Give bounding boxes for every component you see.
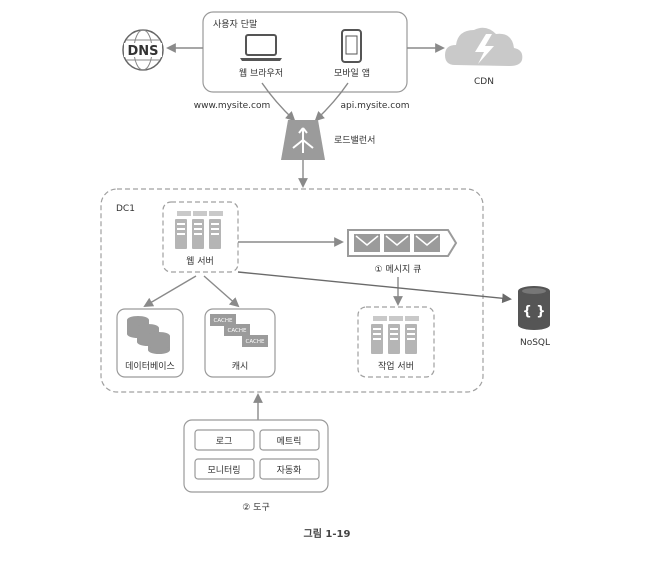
tool-logging bbox=[194, 429, 255, 451]
load-balancer-icon bbox=[281, 120, 325, 160]
cache-label: 캐시 bbox=[232, 361, 249, 372]
web-server-label: 웹 서버 bbox=[186, 256, 214, 267]
svg-text:CACHE: CACHE bbox=[214, 318, 233, 324]
tool-automation-label: 자동화 bbox=[277, 465, 302, 476]
nosql-database-icon: { } bbox=[518, 286, 550, 330]
web-url-label: www.mysite.com bbox=[194, 101, 271, 111]
mobile-app-label: 모바일 앱 bbox=[334, 67, 370, 79]
tool-automation bbox=[259, 458, 320, 480]
dns-globe-icon: DNS bbox=[122, 29, 164, 71]
web-to-cache-arrow bbox=[203, 275, 240, 308]
datacenter-dc1: DC1 웹 서버 ① 메시 bbox=[100, 188, 484, 393]
tools-box: 로그 메트릭 모니터링 자동화 bbox=[183, 419, 329, 493]
web-server-icon bbox=[175, 211, 223, 249]
tools-label: ② 도구 bbox=[242, 502, 270, 513]
worker-server-box bbox=[357, 306, 435, 378]
database-label: 데이터베이스 bbox=[125, 361, 175, 372]
database-icon bbox=[127, 316, 170, 354]
web-to-nosql-arrow bbox=[237, 271, 512, 304]
load-balancer-label: 로드밸런서 bbox=[334, 135, 375, 146]
worker-server-label: 작업 서버 bbox=[378, 361, 414, 372]
nosql-braces-glyph: { } bbox=[522, 304, 545, 319]
client-devices-box: 사용자 단말 웹 브라우저 모바일 앱 bbox=[202, 11, 408, 93]
svg-text:CACHE: CACHE bbox=[228, 328, 247, 334]
web-to-lb-arrow bbox=[261, 82, 296, 122]
web-server-box bbox=[162, 201, 239, 273]
message-queue-label: ① 메시지 큐 bbox=[375, 264, 422, 275]
api-to-lb-arrow bbox=[314, 82, 349, 122]
tool-metrics-label: 메트릭 bbox=[277, 435, 302, 447]
svg-text:CACHE: CACHE bbox=[246, 339, 265, 345]
web-to-db-arrow bbox=[143, 275, 197, 307]
laptop-icon bbox=[240, 34, 282, 61]
tool-logging-label: 로그 bbox=[216, 437, 233, 447]
web-browser-label: 웹 브라우저 bbox=[239, 68, 283, 79]
message-queue-icon bbox=[347, 229, 458, 257]
dns-label: DNS bbox=[127, 44, 158, 59]
cache-icon: CACHE CACHE CACHE bbox=[210, 314, 268, 347]
cdn-label: CDN bbox=[474, 77, 494, 87]
api-url-label: api.mysite.com bbox=[340, 101, 409, 111]
tool-monitoring-label: 모니터링 bbox=[207, 464, 240, 476]
tool-monitoring bbox=[194, 458, 255, 480]
worker-server-icon bbox=[371, 316, 419, 354]
cache-box bbox=[204, 308, 276, 378]
cdn-cloud-icon bbox=[445, 27, 523, 66]
database-box bbox=[116, 308, 184, 378]
tool-metrics bbox=[259, 429, 320, 451]
dc1-label: DC1 bbox=[116, 204, 135, 214]
client-title: 사용자 단말 bbox=[213, 18, 257, 30]
mobile-phone-icon bbox=[341, 29, 362, 63]
nosql-label: NoSQL bbox=[520, 338, 550, 348]
figure-caption: 그림 1-19 bbox=[304, 528, 351, 540]
